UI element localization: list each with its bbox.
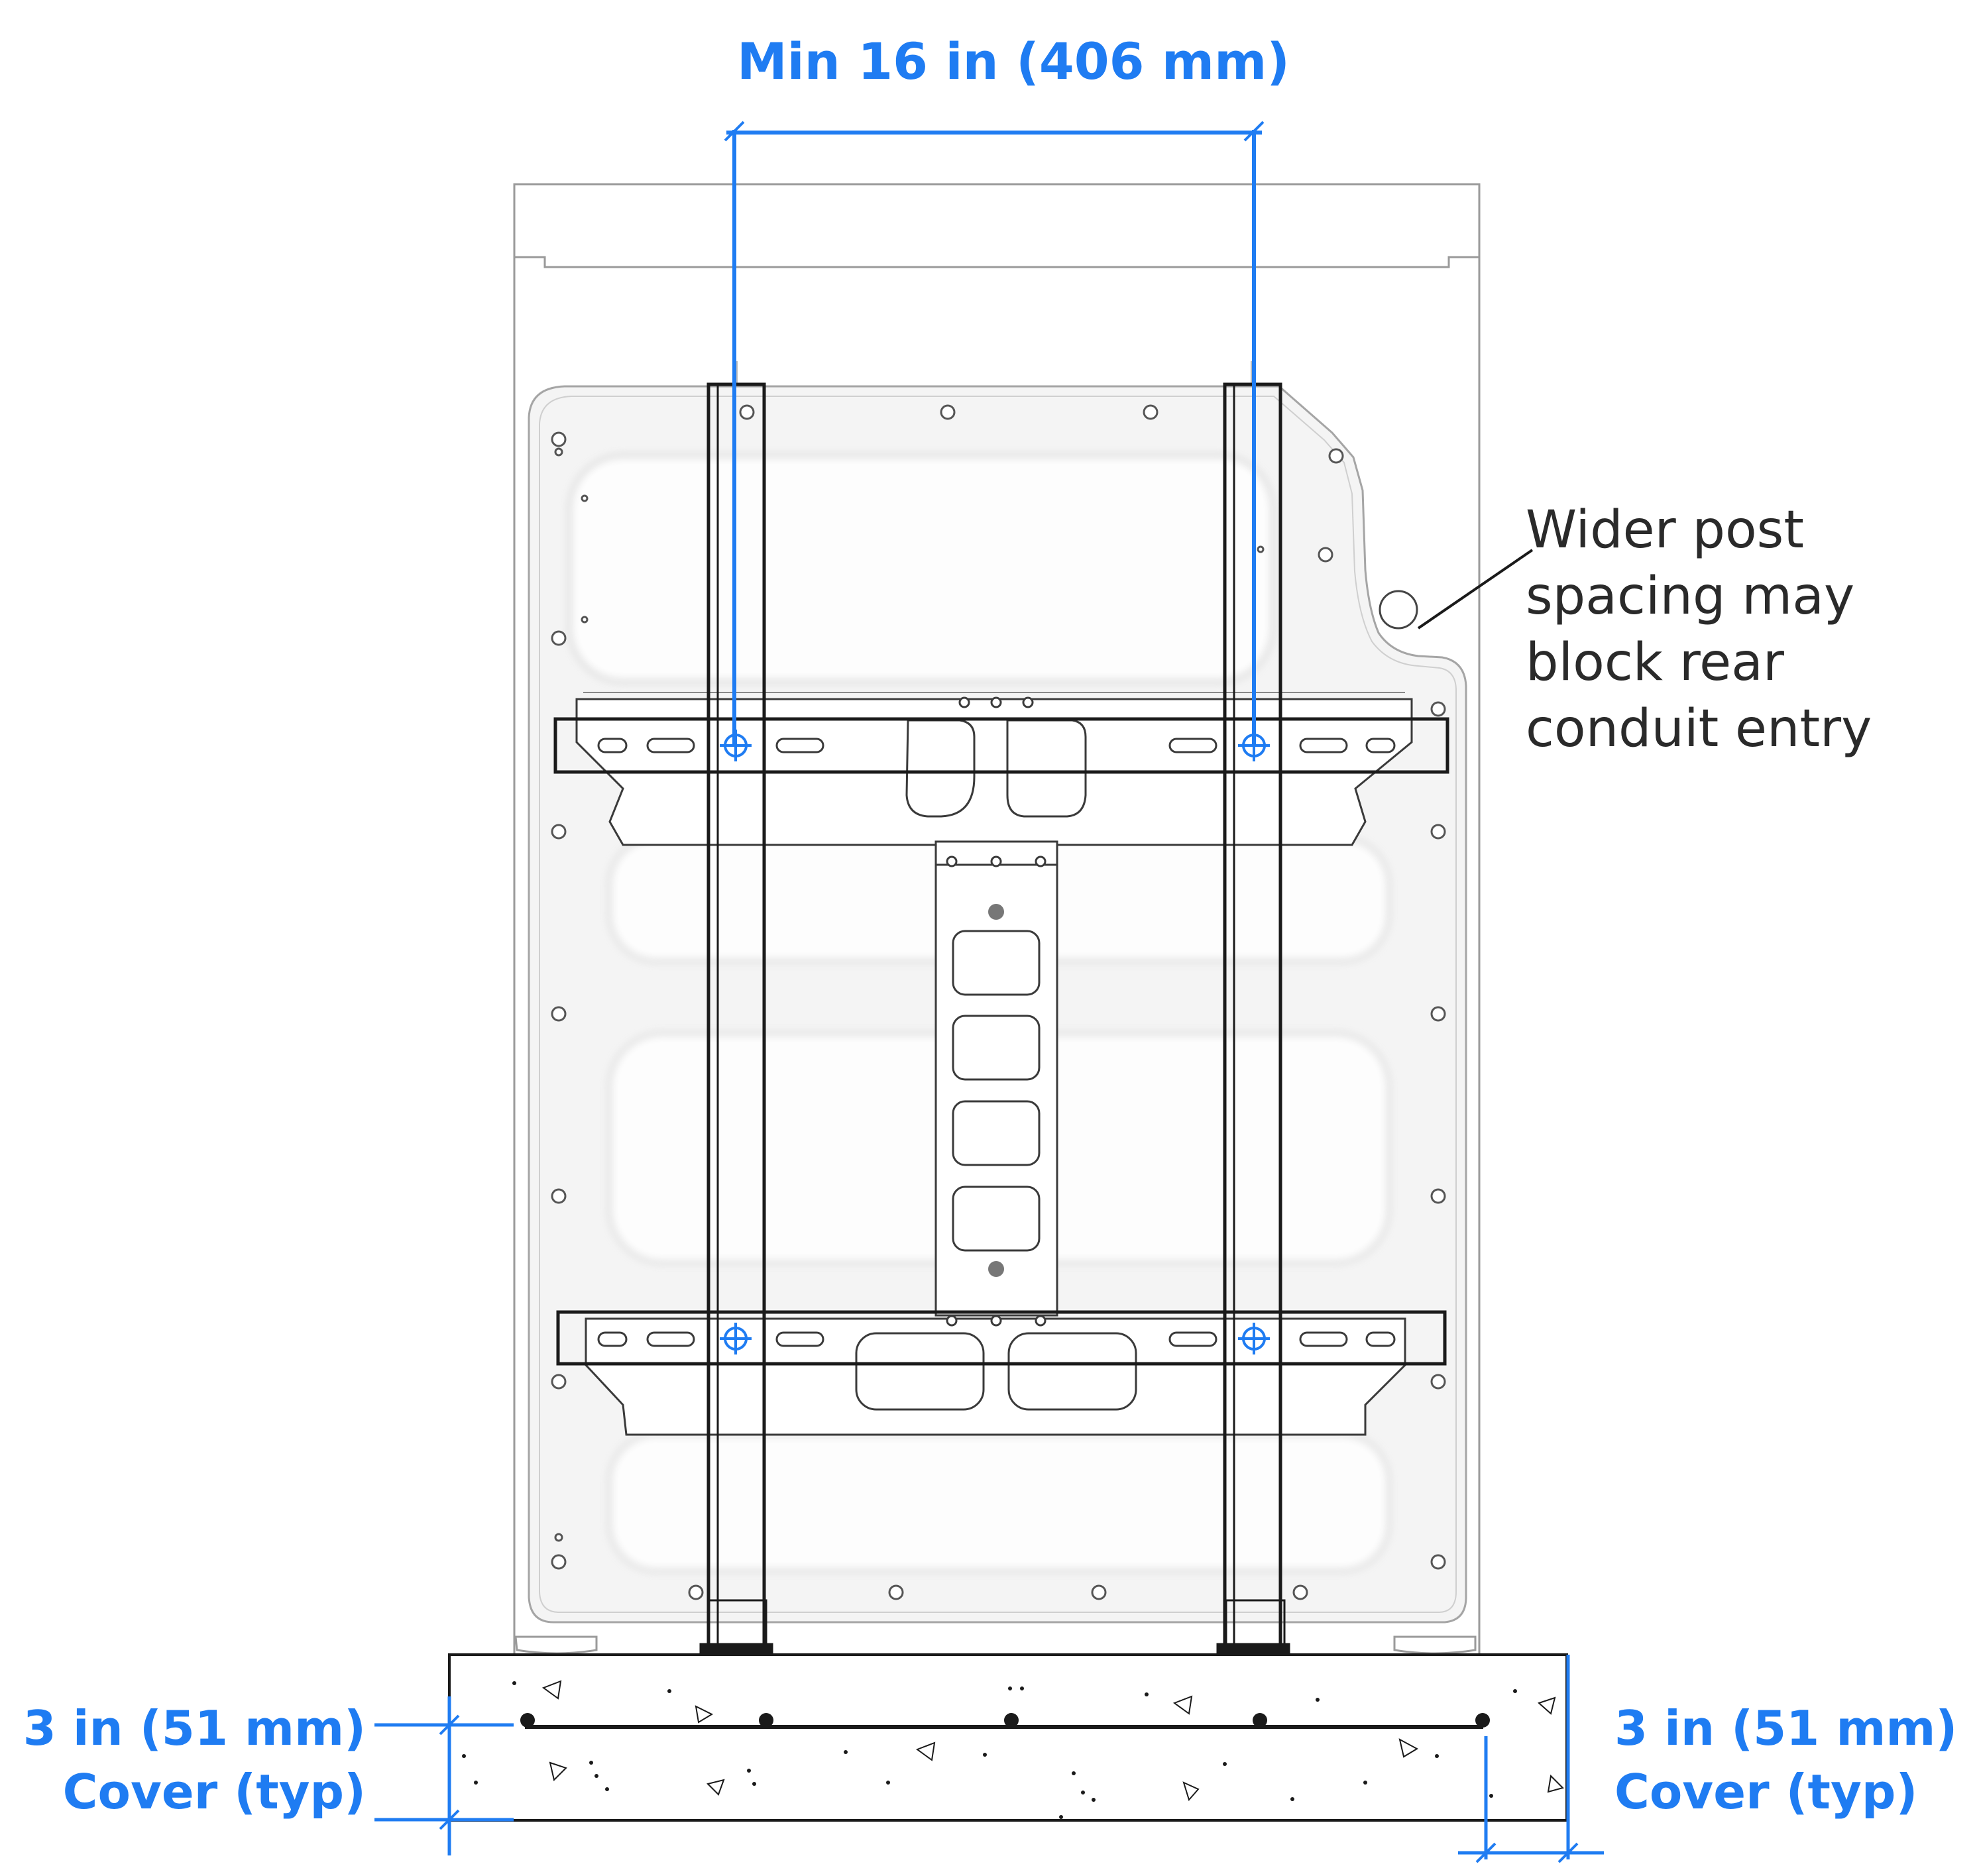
cover-dimension-text: 3 in (51 mm)	[23, 1700, 366, 1756]
mounting-point-icons	[720, 730, 1270, 1354]
rebar-dots	[520, 1713, 1490, 1728]
cover-dimension-text: 3 in (51 mm)	[1614, 1700, 1958, 1756]
note-line: conduit entry	[1526, 699, 1872, 759]
note-leader-line	[1417, 549, 1534, 630]
crosshair-icon	[1238, 1323, 1270, 1354]
cover-type-text: Cover (typ)	[1614, 1764, 1918, 1820]
note-line: block rear	[1526, 633, 1784, 692]
left-cover-label: 3 in (51 mm) Cover (typ)	[0, 1696, 366, 1824]
aggregate-marks	[541, 1680, 1564, 1802]
crosshair-icon	[720, 730, 752, 761]
dimension-lines	[374, 121, 1604, 1863]
cover-type-text: Cover (typ)	[62, 1764, 366, 1820]
panel-recesses	[568, 454, 1390, 1573]
conduit-note: Wider post spacing may block rear condui…	[1526, 497, 1872, 762]
note-line: Wider post	[1526, 500, 1804, 560]
note-line: spacing may	[1526, 567, 1855, 626]
conduit-entry-icon	[1379, 590, 1418, 630]
sand-dots	[462, 1681, 1517, 1819]
panel-screws	[551, 404, 1446, 1600]
lower-crossrail	[556, 1310, 1447, 1366]
upper-crossrail	[553, 717, 1449, 774]
top-dimension-label: Min 16 in (406 mm)	[737, 32, 1290, 91]
crosshair-icon	[1238, 730, 1270, 761]
concrete-pad	[448, 1653, 1568, 1822]
right-cover-label: 3 in (51 mm) Cover (typ)	[1614, 1696, 1972, 1824]
crosshair-icon	[720, 1323, 752, 1354]
